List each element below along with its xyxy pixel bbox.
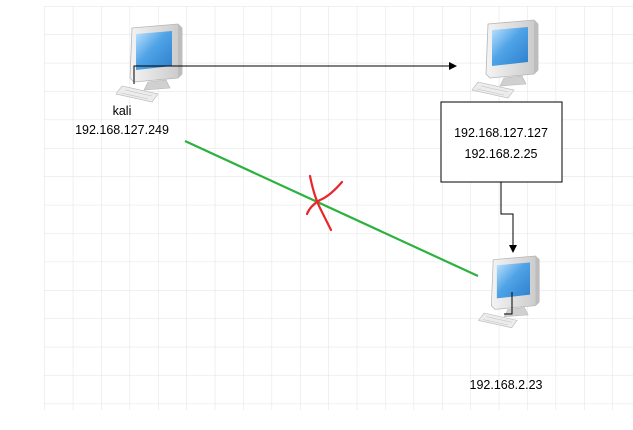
gateway-ip-line-1: 192.168.127.127 [454,126,548,140]
kali-to-target-blocked-link [184,140,479,277]
gateway-ip-box [440,101,563,183]
kali-name-label: kali [113,104,132,118]
gateway-ip-line-2: 192.168.2.25 [465,147,538,161]
kali-ip-label: 192.168.127.249 [75,123,169,137]
blocked-x-mark [305,174,344,232]
gateway-to-target-arrow [500,182,517,253]
target-ip-label: 192.168.2.23 [470,378,543,392]
target-keyboard-connector [504,292,513,315]
kali-to-gateway-arrow [133,62,457,84]
